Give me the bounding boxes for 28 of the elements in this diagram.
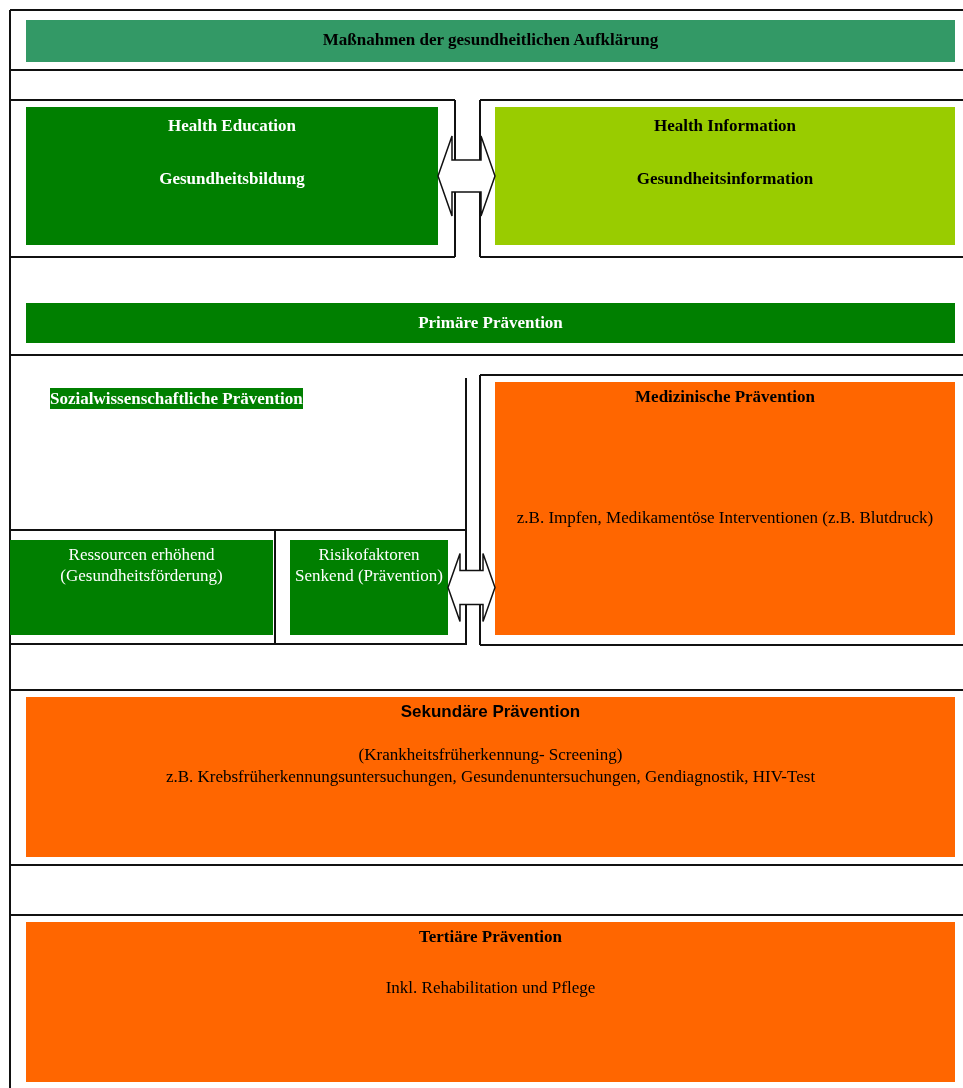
process-box	[26, 922, 955, 1082]
double-block-arrow	[437, 135, 496, 217]
process-box	[26, 107, 438, 245]
section-band	[26, 303, 955, 343]
box-text: Risikofaktoren Senkend (Prävention)	[294, 544, 444, 587]
process-box	[495, 107, 955, 245]
process-box	[290, 540, 448, 635]
box-text: (Krankheitsfrüherkennung- Screening)	[358, 744, 623, 766]
double-block-arrow	[447, 552, 496, 623]
box-text: Sozialwissenschaftliche Prävention	[50, 388, 303, 410]
box-text: Ressourcen erhöhend (Gesundheitsförderung)	[59, 544, 224, 587]
box-heading: Health Information	[653, 115, 797, 137]
box-heading: Sekundäre Prävention	[400, 701, 581, 723]
process-box	[26, 697, 955, 857]
box-heading: Tertiäre Prävention	[418, 926, 563, 948]
box-text: z.B. Impfen, Medikamentöse Interventionen (z.B. Blutdruck)	[516, 507, 934, 529]
box-text: z.B. Krebsfrüherkennungsuntersuchungen, Gesundenuntersuchungen, Gendiagnostik, HIV-Test	[165, 765, 816, 787]
box-heading: Health Education	[168, 115, 296, 137]
box-text: Primäre Prävention	[418, 312, 563, 334]
box-text: Gesundheitsinformation	[636, 168, 814, 190]
process-box	[495, 382, 955, 635]
section-frame	[10, 378, 467, 645]
box-text: Maßnahmen der gesundheitlichen Aufklärung	[322, 29, 659, 51]
box-text: Gesundheitsbildung	[159, 168, 305, 190]
process-box	[10, 540, 273, 635]
box-text: Inkl. Rehabilitation und Pflege	[385, 977, 596, 999]
title-band	[26, 20, 955, 62]
box-heading: Medizinische Prävention	[635, 386, 815, 408]
